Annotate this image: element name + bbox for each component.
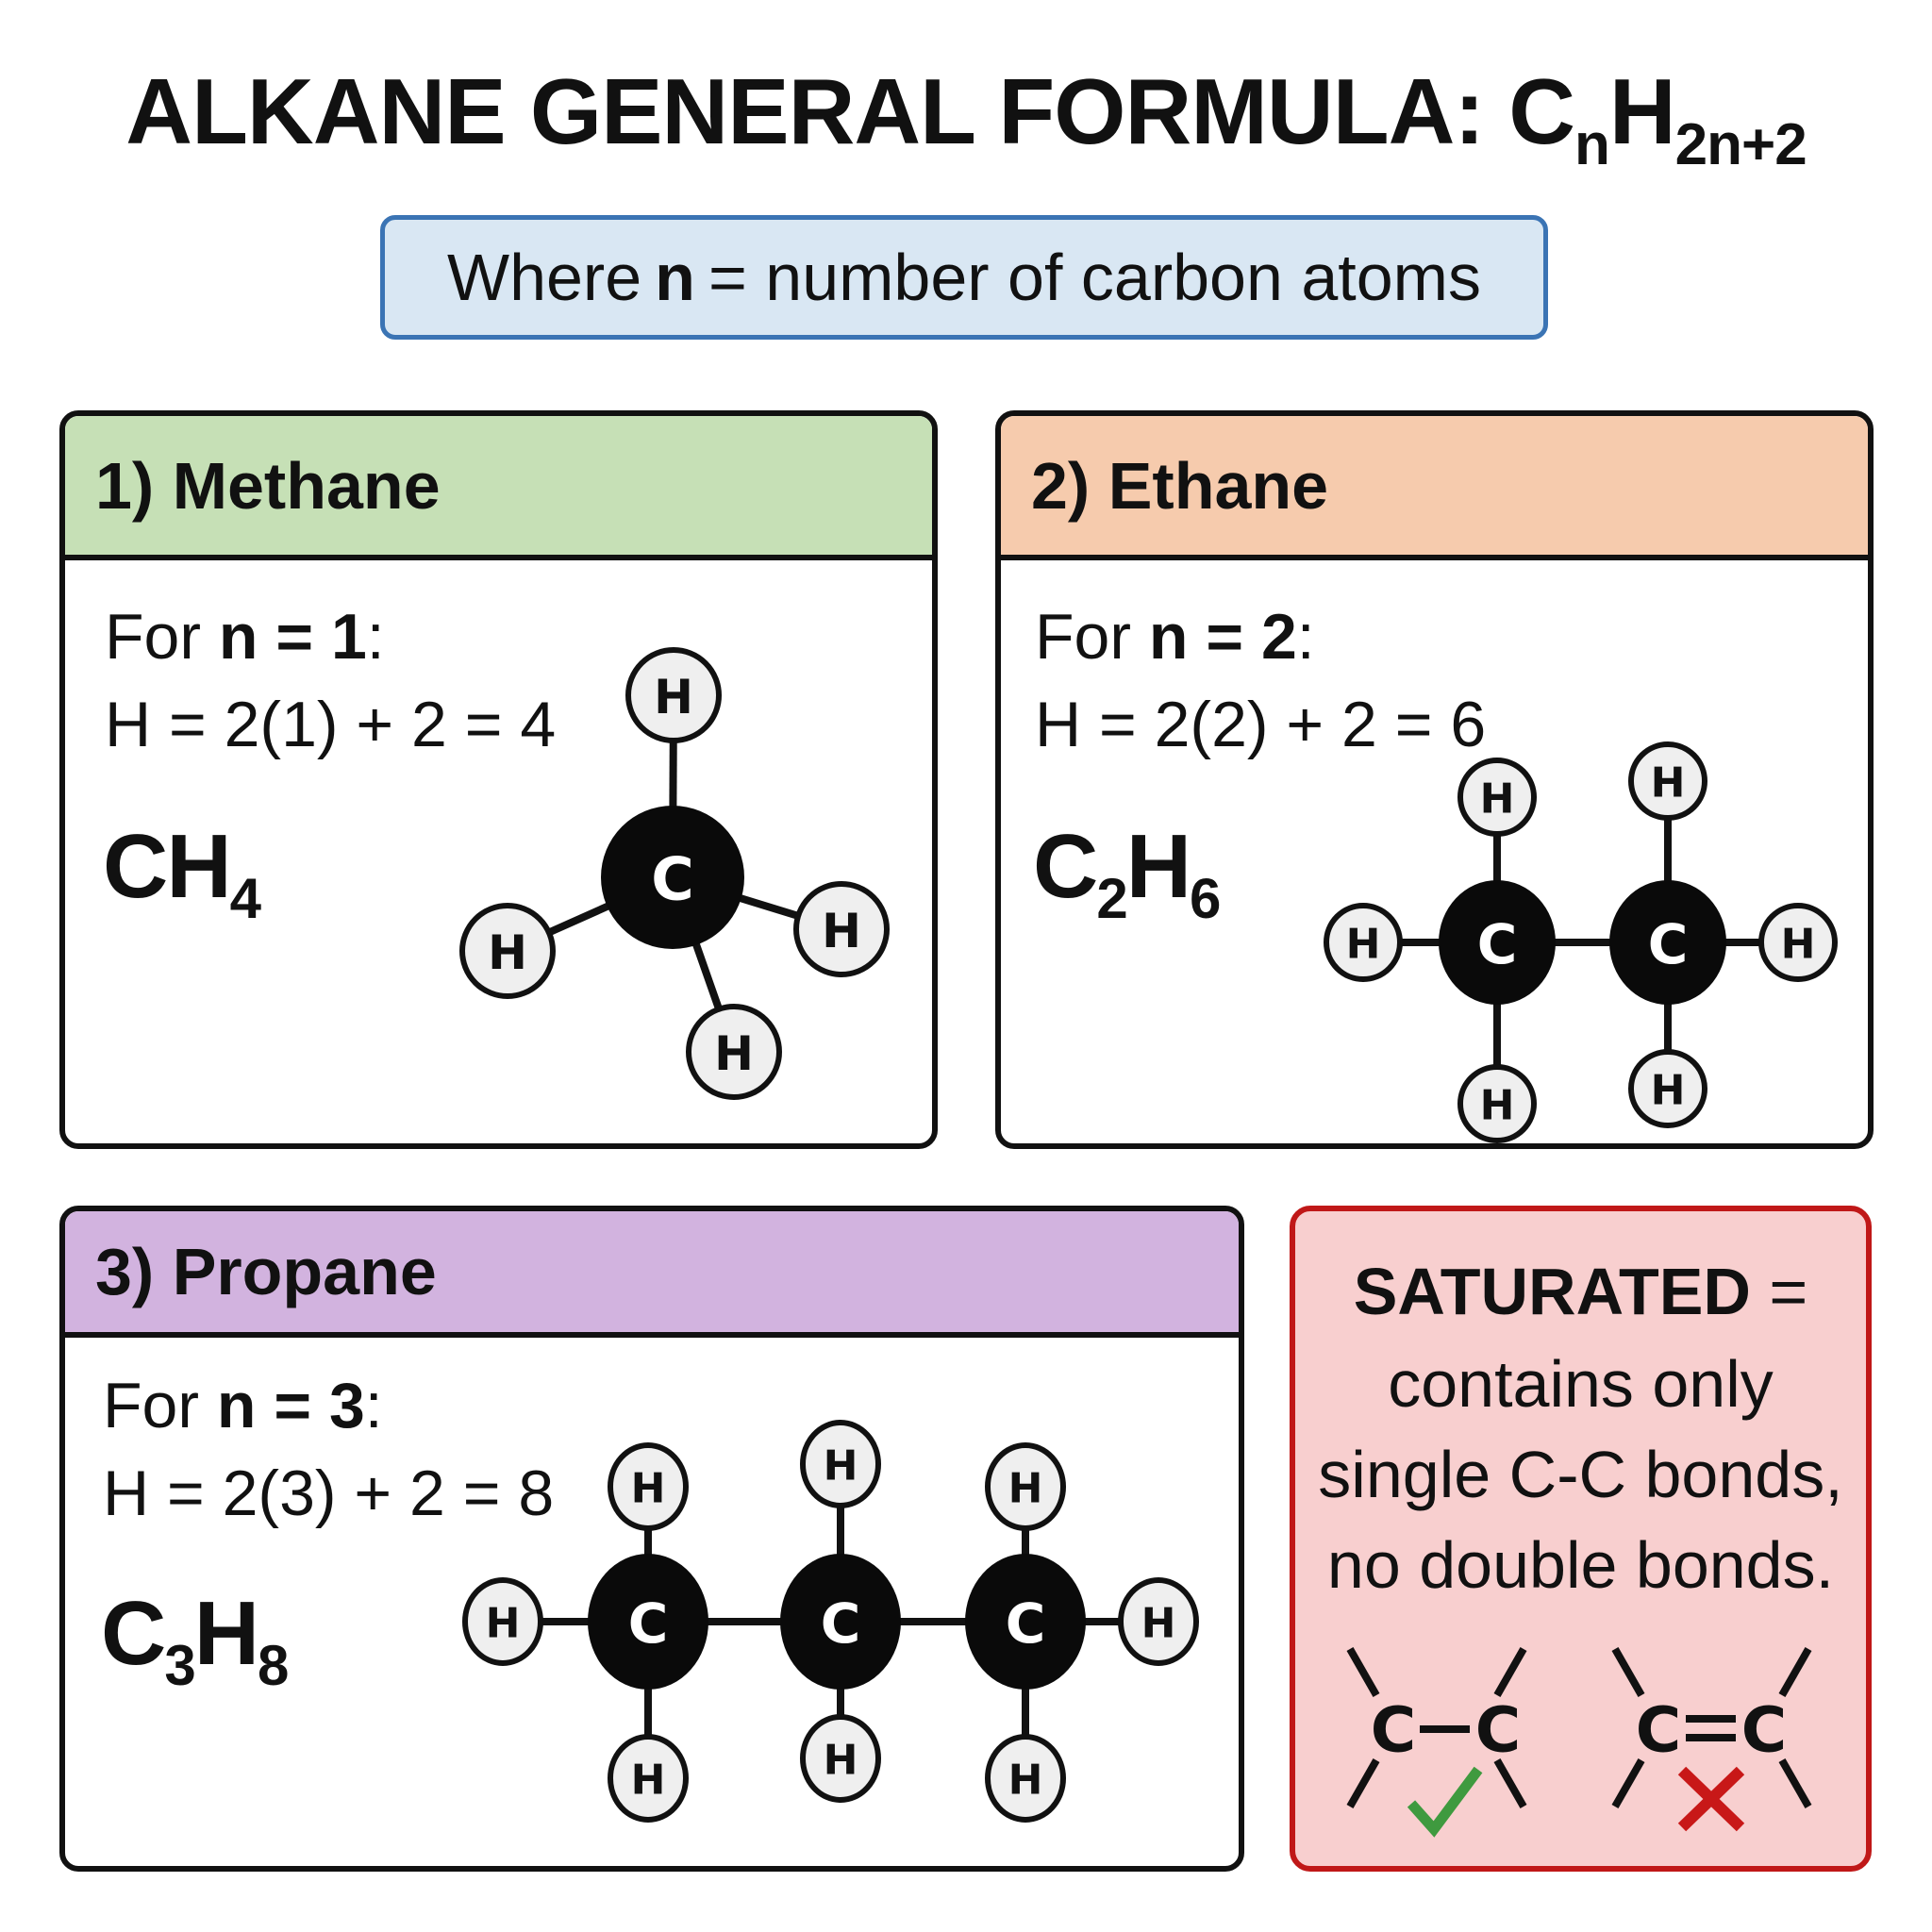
propane-card-title: 3) Propane	[95, 1235, 437, 1308]
saturated-line-1: contains only	[1388, 1347, 1774, 1421]
title-prefix: ALKANE GENERAL FORMULA:	[125, 59, 1509, 163]
formula-c: C	[101, 1583, 166, 1684]
colon: :	[1296, 601, 1315, 673]
propane-n-line: For n = 3:	[103, 1374, 383, 1438]
methane-card-header: 1) Methane	[65, 416, 932, 560]
methane-n-line: For n = 1:	[105, 605, 385, 669]
ethane-formula: C2H6	[1033, 822, 1221, 927]
formula-c-subscript: 3	[164, 1634, 195, 1697]
saturated-equals: =	[1750, 1255, 1808, 1328]
title-c-subscript: n	[1574, 112, 1610, 177]
for-label: For	[105, 601, 201, 673]
n-value: n = 3	[216, 1370, 365, 1441]
page-title: ALKANE GENERAL FORMULA: CnH2n+2	[0, 55, 1932, 175]
methane-card: 1) Methane For n = 1: H = 2(1) + 2 = 4 C…	[59, 410, 938, 1149]
formula-h: H	[193, 1583, 259, 1684]
n-value: n = 2	[1148, 601, 1297, 673]
ethane-card-title: 2) Ethane	[1031, 448, 1329, 523]
title-h: H	[1608, 59, 1676, 163]
methane-equation: H = 2(1) + 2 = 4	[105, 689, 557, 760]
saturated-line-3: no double bonds.	[1326, 1528, 1835, 1602]
ethane-card-header: 2) Ethane	[1001, 416, 1868, 560]
formula-h: H	[1125, 816, 1191, 917]
formula-h: H	[166, 816, 231, 917]
definition-suffix: = number of carbon atoms	[708, 241, 1481, 314]
saturated-term: SATURATED	[1353, 1255, 1751, 1328]
ethane-equation: H = 2(2) + 2 = 6	[1035, 689, 1487, 760]
title-c: C	[1508, 59, 1575, 163]
ethane-card: 2) Ethane For n = 2: H = 2(2) + 2 = 6 C2…	[995, 410, 1874, 1149]
propane-formula: C3H8	[101, 1589, 289, 1694]
definition-variable: n	[655, 241, 695, 314]
formula-h-subscript: 8	[258, 1634, 289, 1697]
saturated-heading: SATURATED =	[1295, 1258, 1866, 1324]
colon: :	[366, 601, 385, 673]
definition-box: Where n = number of carbon atoms	[380, 215, 1548, 340]
formula-c: C	[1033, 816, 1098, 917]
saturated-line-2: single C-C bonds,	[1318, 1438, 1843, 1511]
n-value: n = 1	[218, 601, 367, 673]
for-label: For	[103, 1370, 199, 1441]
propane-card: 3) Propane For n = 3: H = 2(3) + 2 = 8 C…	[59, 1206, 1244, 1872]
formula-c: C	[103, 816, 168, 917]
definition-prefix: Where	[447, 241, 642, 314]
methane-formula: CH4	[103, 822, 261, 927]
ethane-n-line: For n = 2:	[1035, 605, 1315, 669]
propane-card-header: 3) Propane	[65, 1211, 1239, 1338]
formula-c-subscript: 2	[1096, 867, 1127, 930]
formula-h-subscript: 6	[1190, 867, 1221, 930]
propane-equation: H = 2(3) + 2 = 8	[103, 1457, 555, 1529]
for-label: For	[1035, 601, 1131, 673]
methane-card-title: 1) Methane	[95, 448, 441, 523]
colon: :	[364, 1370, 383, 1441]
formula-h-subscript: 4	[229, 867, 261, 930]
title-h-subscript: 2n+2	[1674, 112, 1807, 177]
saturated-card: SATURATED = contains only single C-C bon…	[1290, 1206, 1872, 1872]
